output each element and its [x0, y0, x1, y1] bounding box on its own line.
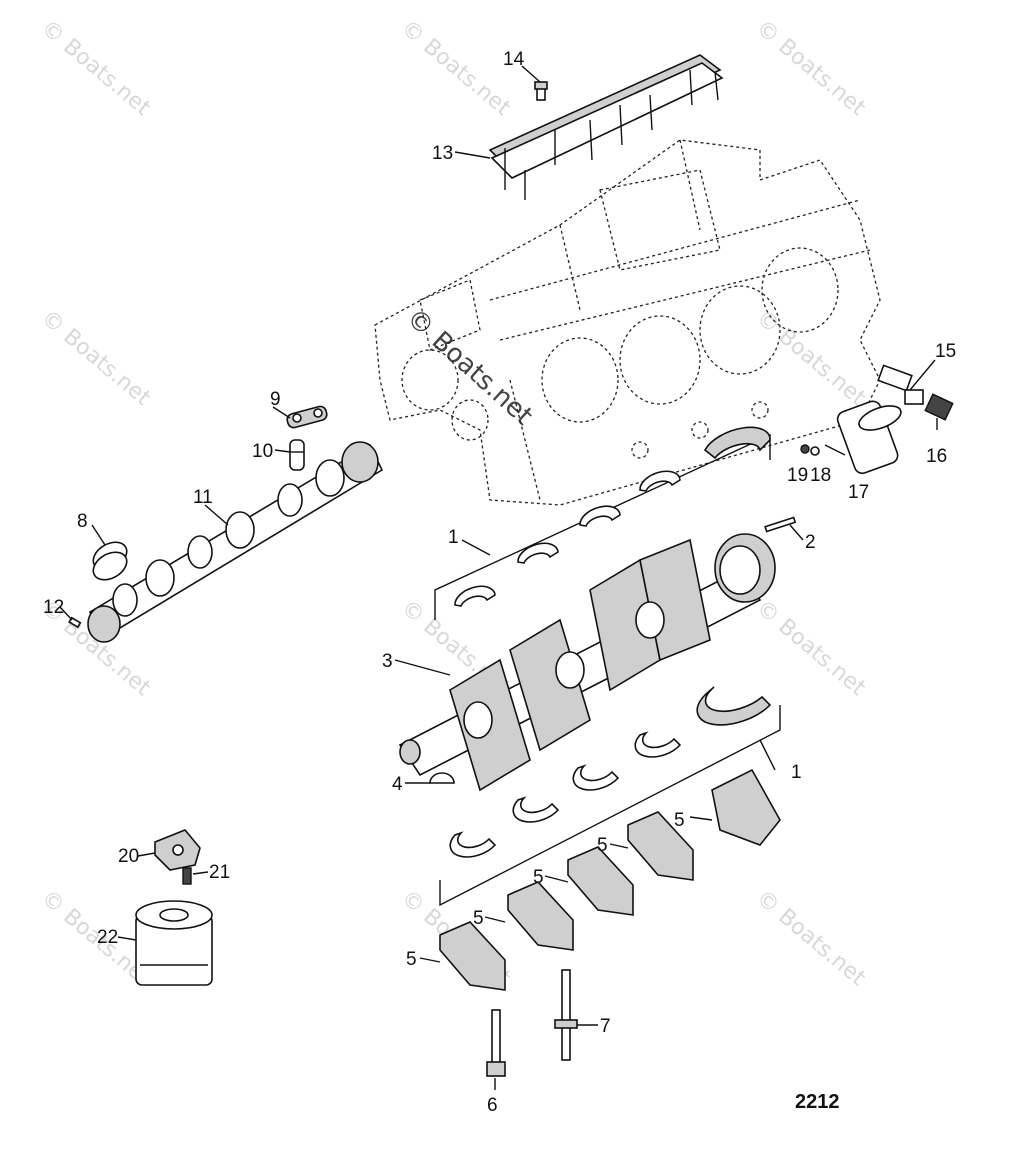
engine-block [374, 139, 881, 506]
callout-5-a: 5 [674, 810, 685, 831]
part-21-bolt [182, 867, 192, 885]
callout-19: 19 [787, 465, 808, 486]
callout-8: 8 [77, 511, 88, 532]
callout-20: 20 [118, 846, 139, 867]
part-10-lifter [289, 439, 305, 471]
callout-17: 17 [848, 482, 869, 503]
watermark: © Boats.net [751, 305, 870, 411]
watermark: © Boats.net [36, 15, 155, 121]
figure-number: 2212 [795, 1091, 840, 1113]
callout-7: 7 [600, 1016, 611, 1037]
part-11-camshaft [87, 441, 384, 643]
part-5-caps [439, 768, 781, 991]
watermark: © Boats.net [396, 15, 515, 121]
part-8-bushing [92, 541, 128, 581]
leader-lines [59, 65, 938, 1090]
callout-9: 9 [270, 389, 281, 410]
watermark: © Boats.net [36, 305, 155, 411]
part-17-canister [824, 400, 902, 475]
callout-4: 4 [392, 774, 403, 795]
callout-1-lower: 1 [791, 762, 802, 783]
callout-21: 21 [209, 862, 230, 883]
watermark: © Boats.net [751, 595, 870, 701]
part-14-bolt [534, 81, 548, 101]
part-7-stud [554, 969, 578, 1061]
callout-5-c: 5 [533, 867, 544, 888]
callout-18: 18 [810, 465, 831, 486]
part-20-adapter [154, 829, 201, 871]
callout-14: 14 [503, 49, 525, 70]
part-9-retainer [286, 405, 328, 429]
upper-bearing-shells [454, 426, 771, 607]
callout-16: 16 [926, 446, 947, 467]
callout-2: 2 [805, 532, 816, 553]
watermark: © Boats.net [751, 885, 870, 991]
callout-6: 6 [487, 1095, 498, 1116]
part-15-fitting [877, 364, 924, 405]
part-13-rail [488, 54, 724, 200]
callout-labels: 14 13 15 16 17 18 19 9 10 11 8 12 2 1 1 … [43, 49, 956, 1116]
part-22-oil-filter [135, 900, 213, 986]
part-6-bolt [486, 1009, 506, 1077]
part-3-crankshaft [398, 533, 776, 792]
part-12-pin [68, 616, 82, 629]
watermark: © Boats.net [751, 15, 870, 121]
callout-13: 13 [432, 143, 453, 164]
callout-5-b: 5 [597, 835, 608, 856]
part-4-key [429, 772, 455, 784]
callout-10: 10 [252, 441, 273, 462]
callout-12: 12 [43, 597, 64, 618]
callout-3: 3 [382, 651, 393, 672]
lower-bearing-shells [449, 686, 772, 858]
part-16-sender [924, 393, 954, 421]
callout-22: 22 [97, 927, 118, 948]
part-19-ring [800, 444, 810, 454]
callout-15: 15 [935, 341, 956, 362]
callout-1-upper: 1 [448, 527, 459, 548]
part-2-dowel [764, 516, 797, 533]
callout-11: 11 [193, 487, 213, 508]
part-18-ring [810, 446, 820, 456]
lower-bearing-bracket [439, 705, 781, 907]
callout-5-d: 5 [473, 908, 484, 929]
callout-5-e: 5 [406, 949, 417, 970]
